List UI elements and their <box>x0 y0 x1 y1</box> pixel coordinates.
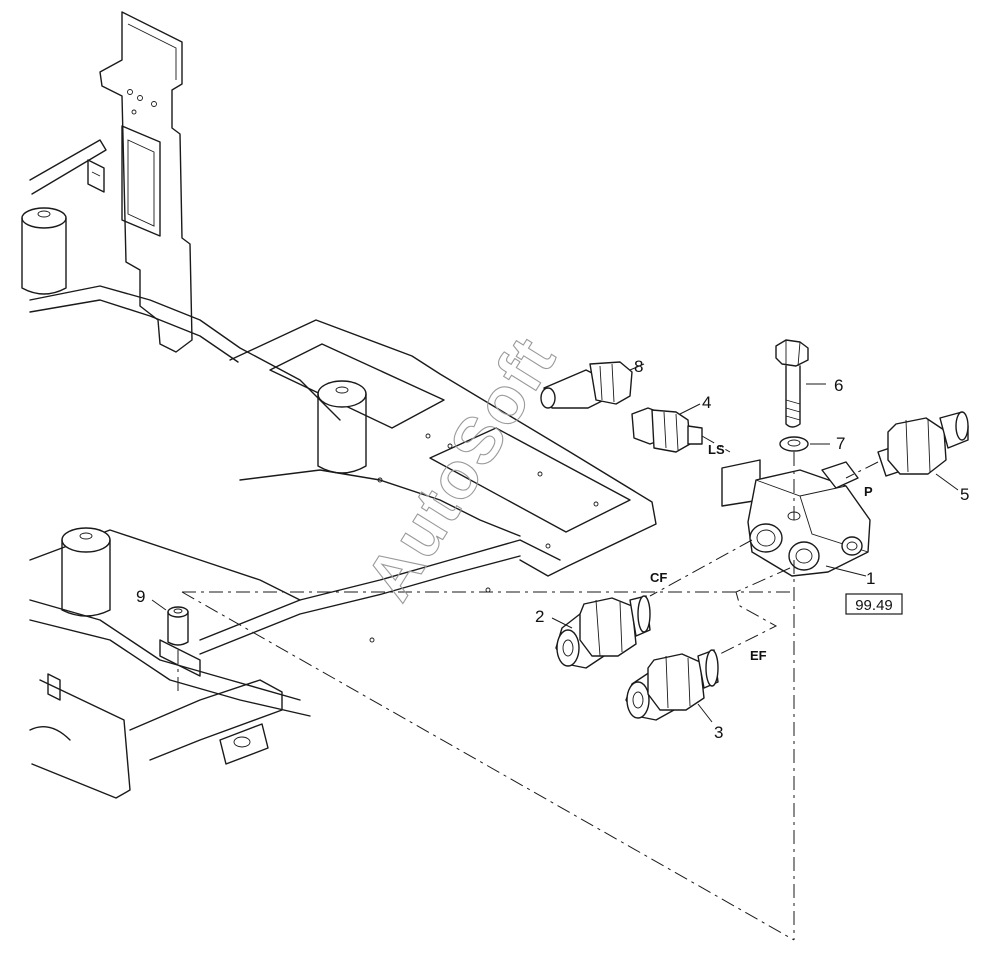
port-label-ls: LS <box>708 442 725 457</box>
part-1-valve-block <box>721 459 871 577</box>
chassis-frame <box>21 11 657 799</box>
part-3-fitting <box>625 649 719 721</box>
callout-8: 8 <box>634 357 643 376</box>
callout-9: 9 <box>136 587 145 606</box>
reference-box-text: 99.49 <box>855 597 893 614</box>
part-8-elbow-fitting <box>540 361 633 409</box>
callout-5: 5 <box>960 485 969 504</box>
assembly-lines <box>181 435 795 941</box>
callout-1: 1 <box>866 569 875 588</box>
reference-box: 99.49 <box>845 593 903 615</box>
callout-6: 6 <box>834 376 843 395</box>
part-5-fitting <box>845 411 969 479</box>
port-label-cf: CF <box>650 570 667 585</box>
part-2-fitting <box>555 595 651 669</box>
part-7-washer <box>779 436 809 520</box>
callout-2: 2 <box>535 607 544 626</box>
part-4-ls-fitting <box>631 403 703 453</box>
part-6-bolt <box>775 339 809 428</box>
port-label-ef: EF <box>750 648 767 663</box>
leader-lines <box>151 363 959 723</box>
callout-4: 4 <box>702 393 711 412</box>
part-9-spacer <box>167 606 189 692</box>
callout-7: 7 <box>836 434 845 453</box>
port-label-p: P <box>864 484 873 499</box>
callout-3: 3 <box>714 723 723 742</box>
